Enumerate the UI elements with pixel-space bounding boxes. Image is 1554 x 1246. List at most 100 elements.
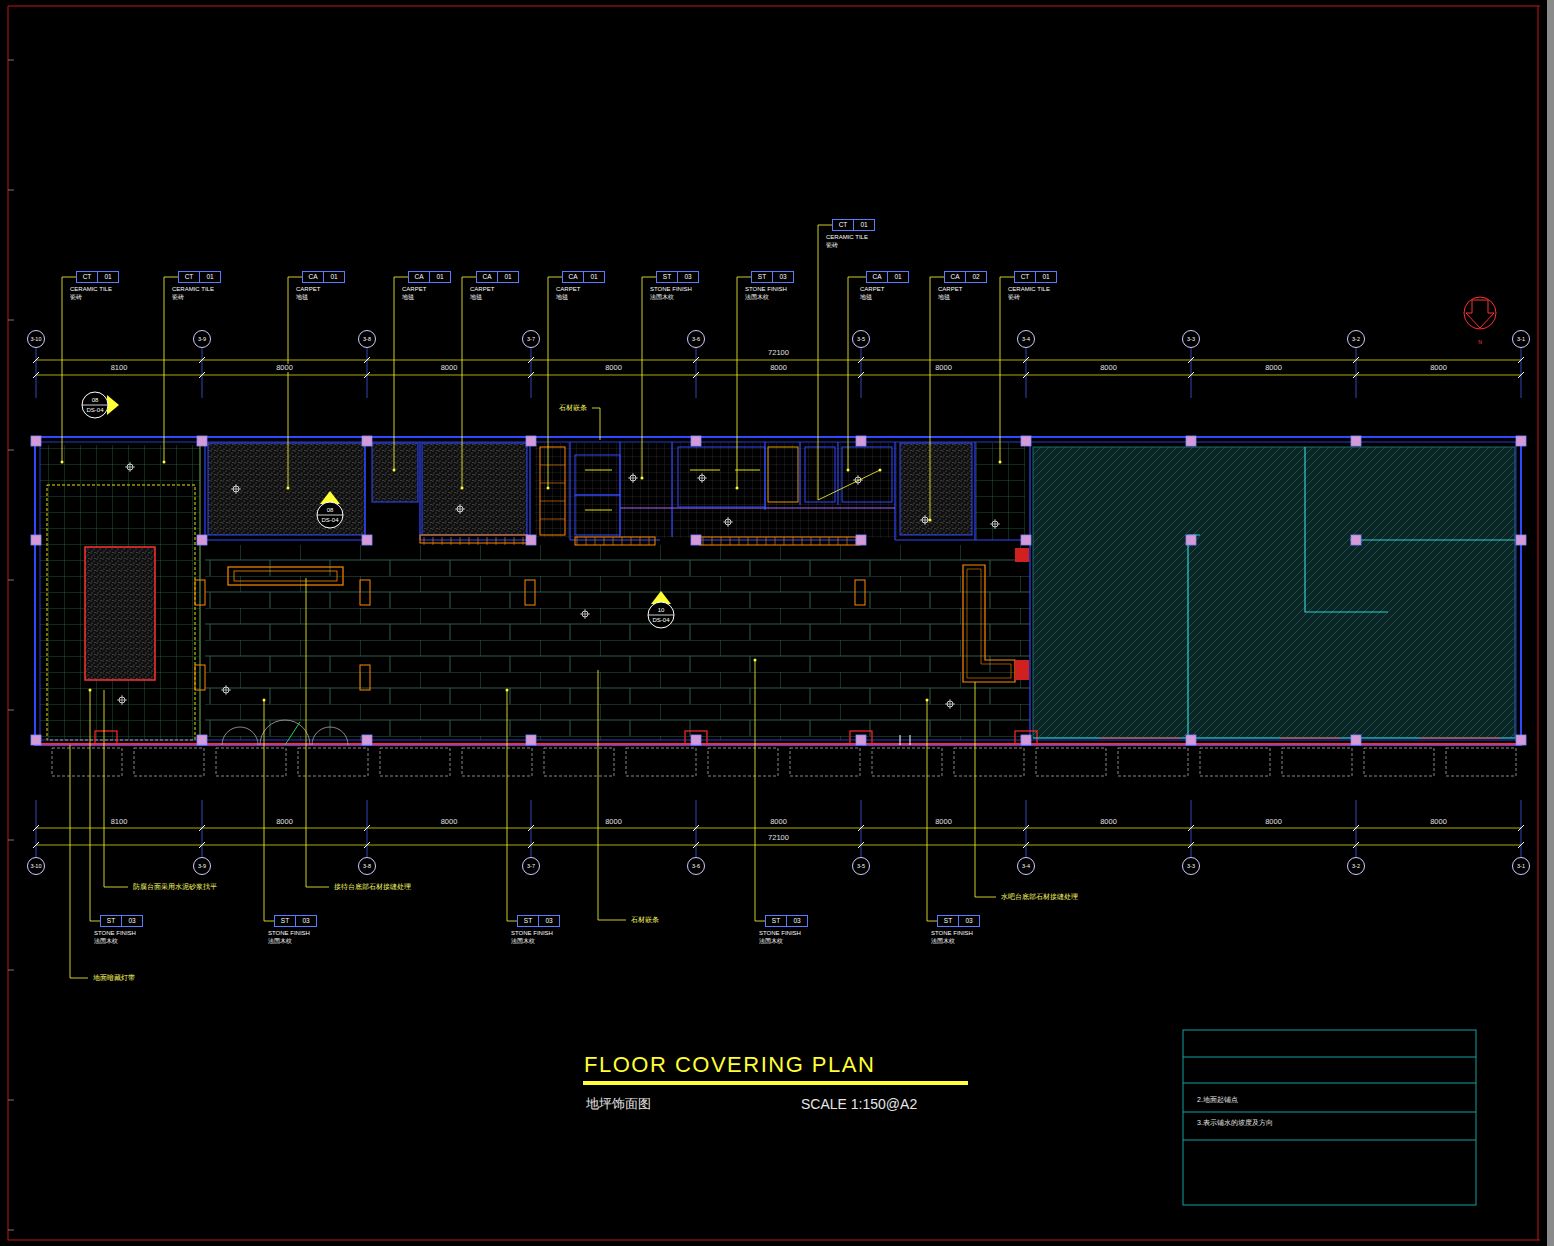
leader-line (507, 690, 517, 921)
material-name: CARPET (860, 285, 909, 293)
dimension-text: 8000 (1429, 818, 1448, 826)
toilet-stall (575, 455, 620, 495)
structural-column (1021, 436, 1031, 446)
material-name: CARPET (556, 285, 605, 293)
structural-column (691, 535, 701, 545)
material-name: CERAMIC TILE (1008, 285, 1057, 293)
sheet-tick (8, 970, 14, 971)
level-marker (945, 699, 955, 709)
material-name: STONE FINISH (931, 929, 980, 937)
dimension-tick (1023, 357, 1029, 378)
north-arrow (1466, 300, 1494, 328)
window-bay (1036, 748, 1106, 776)
stone-strip-joint (622, 537, 623, 545)
sheet-tick (8, 190, 14, 191)
stone-strip-joint (514, 537, 515, 545)
grid-axis-bubble: 3-10 (27, 857, 45, 875)
leader-line (548, 277, 562, 488)
toilet-stall (575, 495, 620, 535)
inner-wall-line (40, 442, 1516, 740)
material-name: CARPET (402, 285, 451, 293)
sheet-tick (8, 1230, 14, 1231)
callout-tag: CA01 (562, 271, 605, 283)
stone-strip-joint (523, 537, 524, 545)
material-name: 法国木纹 (931, 937, 980, 945)
material-name: STONE FINISH (650, 285, 699, 293)
stone-strip-joint (784, 537, 785, 545)
window-bay (544, 748, 614, 776)
grid-line (36, 348, 37, 398)
material-callout: CA01CARPET地毯 (302, 271, 345, 301)
callout-tag: CA01 (866, 271, 909, 283)
door-leaf (900, 735, 910, 745)
leader-dot (926, 699, 929, 702)
window-bay (380, 748, 450, 776)
callout-code: CA (562, 271, 584, 283)
axis-label: 3-10 (30, 863, 41, 869)
callout-code: 02 (966, 271, 987, 283)
annotation-note: 石材嵌条 (630, 916, 660, 924)
grid-axis-bubble: 3-5 (852, 330, 870, 348)
grid-line (1356, 348, 1357, 398)
annotation-note: 防腐台面采用水泥砂浆找平 (132, 883, 218, 891)
structural-column (526, 535, 536, 545)
facade-line (1100, 737, 1500, 738)
leader-line (306, 578, 329, 887)
structural-column (856, 535, 866, 545)
callout-code: ST (765, 915, 787, 927)
dimension-text: 8000 (1099, 364, 1118, 372)
grid-line (696, 348, 697, 398)
toilet-room (842, 447, 892, 502)
leader-line (462, 277, 476, 488)
callout-code: CA (408, 271, 430, 283)
sheet-tick (8, 710, 14, 711)
window-bay (1282, 748, 1352, 776)
carpet-room (422, 443, 527, 535)
leader-line (642, 277, 656, 478)
partition-wall (205, 539, 1030, 540)
structural-column (691, 735, 701, 745)
stone-strip-joint (721, 537, 722, 545)
stone-strip-joint (505, 537, 506, 545)
structural-column (1516, 535, 1526, 545)
callout-tag: ST03 (517, 915, 560, 927)
section-symbol (647, 601, 675, 629)
dimension-text: 8100 (110, 364, 129, 372)
material-name: 地毯 (860, 293, 909, 301)
grid-axis-bubble: 3-9 (193, 330, 211, 348)
grid-line (861, 348, 862, 398)
grid-line (1026, 348, 1027, 398)
material-name: 瓷砖 (1008, 293, 1057, 301)
callout-code: 01 (98, 271, 119, 283)
callout-code: ST (517, 915, 539, 927)
dimension-text: 8000 (1264, 364, 1283, 372)
dimension-tick (528, 357, 534, 378)
stone-strip-joint (424, 537, 425, 545)
door-leaf (285, 722, 300, 745)
leader-line (62, 277, 76, 462)
leader-line (164, 277, 178, 462)
material-name: STONE FINISH (759, 929, 808, 937)
structural-column (1351, 535, 1361, 545)
dimension-text: 8100 (110, 818, 129, 826)
dimension-text: 8000 (934, 818, 953, 826)
dimension-text: 8000 (275, 364, 294, 372)
material-callout: ST03STONE FINISH法国木纹 (517, 915, 560, 945)
grid-axis-bubble: 3-4 (1017, 330, 1035, 348)
section-mark: 08DS-04 (81, 391, 109, 419)
material-name: 地毯 (296, 293, 345, 301)
level-marker (697, 473, 707, 483)
sheet-tick (8, 580, 14, 581)
sheet-note: 3.表示铺水的坡度及方向 (1196, 1119, 1274, 1127)
sheet-tick (8, 1100, 14, 1101)
dimension-text: 8000 (769, 818, 788, 826)
axis-label: 3-8 (363, 863, 371, 869)
window-bay (1364, 748, 1434, 776)
material-name: 地毯 (402, 293, 451, 301)
level-marker (455, 504, 465, 514)
axis-label: 3-4 (1022, 336, 1030, 342)
leader-dot (61, 461, 64, 464)
material-name: STONE FINISH (94, 929, 143, 937)
dimension-text: 72100 (767, 349, 790, 357)
